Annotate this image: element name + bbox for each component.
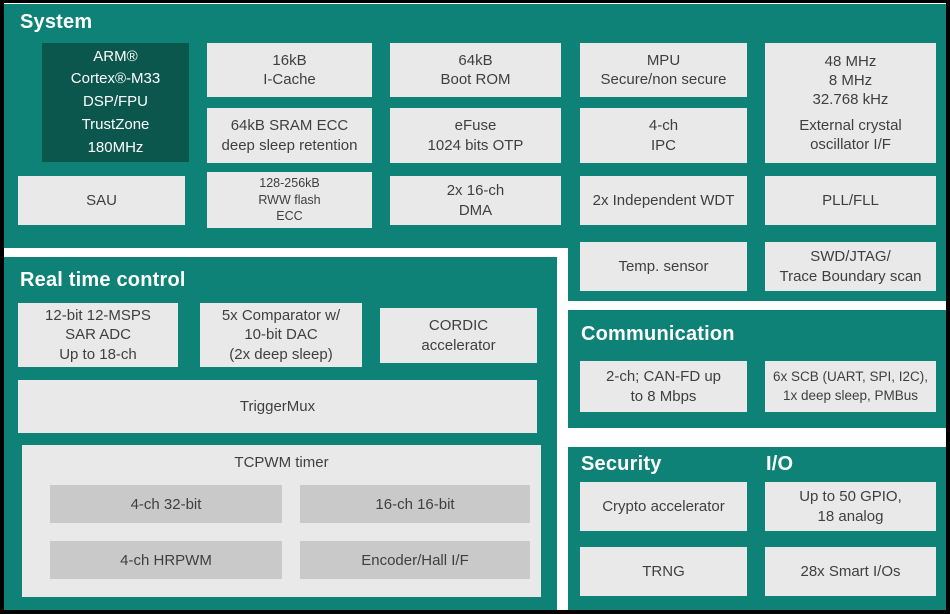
security-title: Security: [581, 453, 662, 475]
block-comparator-dac: 5x Comparator w/ 10-bit DAC (2x deep sle…: [200, 303, 362, 367]
block-efuse: eFuse 1024 bits OTP: [390, 108, 561, 163]
block-trng: TRNG: [580, 547, 747, 596]
block-ipc: 4-ch IPC: [580, 108, 747, 163]
block-swd-jtag: SWD/JTAG/ Trace Boundary scan: [765, 242, 936, 291]
block-wdt: 2x Independent WDT: [580, 176, 747, 225]
block-cordic: CORDIC accelerator: [380, 308, 537, 363]
system-title: System: [20, 11, 93, 33]
block-sar-adc: 12-bit 12-MSPS SAR ADC Up to 18-ch: [18, 303, 178, 367]
block-tcpwm-encoder-hall: Encoder/Hall I/F: [300, 541, 530, 579]
block-icache: 16kB I-Cache: [207, 43, 372, 97]
block-crystal-label: External crystal oscillator I/F: [799, 117, 902, 154]
block-can-fd: 2-ch; CAN-FD up to 8 Mbps: [580, 361, 747, 412]
block-trigger-mux: TriggerMux: [18, 380, 537, 433]
block-tcpwm-4ch-32bit: 4-ch 32-bit: [50, 485, 282, 523]
block-dma: 2x 16-ch DMA: [390, 176, 561, 225]
tcpwm-title: TCPWM timer: [234, 454, 329, 471]
block-sau: SAU: [18, 176, 185, 225]
communication-section: Communication 2-ch; CAN-FD up to 8 Mbps …: [568, 310, 946, 428]
block-mpu: MPU Secure/non secure: [580, 43, 747, 97]
block-gpio: Up to 50 GPIO, 18 analog: [765, 482, 936, 531]
realtime-section: Real time control 12-bit 12-MSPS SAR ADC…: [4, 257, 557, 610]
block-rww-flash: 128-256kB RWW flash ECC: [207, 172, 372, 228]
tcpwm-panel: TCPWM timer 4-ch 32-bit 16-ch 16-bit 4-c…: [22, 445, 541, 597]
block-tcpwm-16ch-16bit: 16-ch 16-bit: [300, 485, 530, 523]
block-crystal-frequencies: 48 MHz 8 MHz 32.768 kHz: [812, 52, 889, 108]
block-pll-fll: PLL/FLL: [765, 176, 936, 225]
realtime-title: Real time control: [20, 269, 186, 291]
block-temp-sensor: Temp. sensor: [580, 242, 747, 291]
security-io-section: Security I/O Crypto accelerator Up to 50…: [568, 447, 946, 610]
block-crypto-accelerator: Crypto accelerator: [580, 482, 747, 531]
block-sram: 64kB SRAM ECC deep sleep retention: [207, 108, 372, 163]
block-arm-cortex-m33: ARM® Cortex®-M33 DSP/FPU TrustZone 180MH…: [42, 43, 189, 162]
block-crystal-oscillator: 48 MHz 8 MHz 32.768 kHz External crystal…: [765, 43, 936, 163]
block-smart-io: 28x Smart I/Os: [765, 547, 936, 596]
block-boot-rom: 64kB Boot ROM: [390, 43, 561, 97]
block-scb: 6x SCB (UART, SPI, I2C), 1x deep sleep, …: [765, 361, 936, 412]
block-tcpwm-4ch-hrpwm: 4-ch HRPWM: [50, 541, 282, 579]
io-title: I/O: [766, 453, 794, 475]
communication-title: Communication: [581, 323, 735, 345]
